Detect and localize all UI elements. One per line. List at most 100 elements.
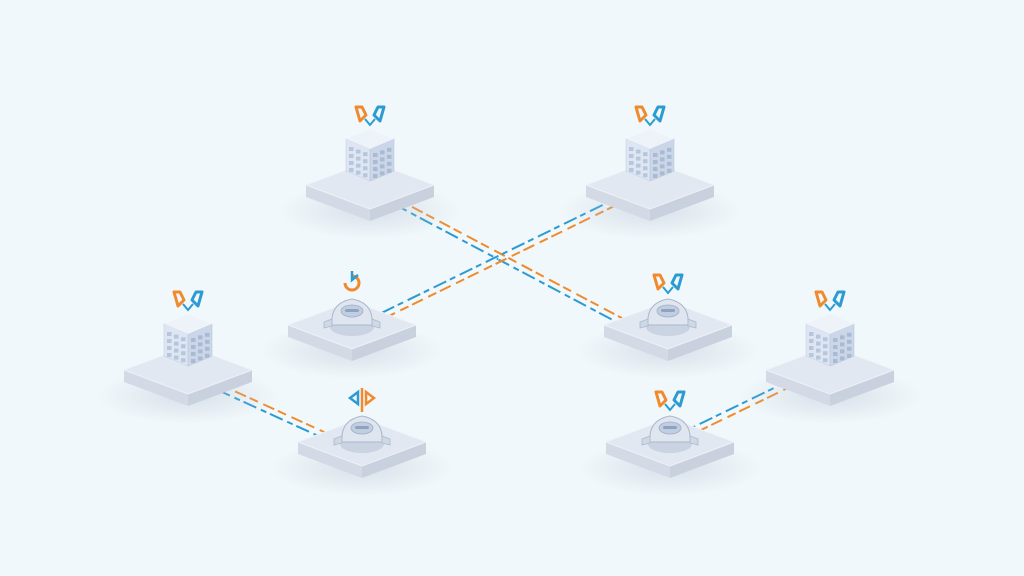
- building-window: [356, 149, 361, 154]
- building-window: [629, 161, 634, 165]
- building-window: [356, 156, 361, 161]
- building-window: [629, 147, 634, 151]
- building-window: [629, 154, 634, 158]
- building-window: [636, 163, 641, 168]
- building-window: [847, 339, 852, 344]
- building-window: [387, 154, 392, 159]
- shield-icon-left: [654, 390, 668, 408]
- building-window: [349, 161, 354, 165]
- building-window: [660, 164, 665, 169]
- building-window: [636, 170, 641, 175]
- shield-icon-right: [652, 105, 666, 123]
- robot-visor: [345, 309, 359, 312]
- platform-side-right: [650, 185, 714, 221]
- node-center-right-robot[interactable]: [576, 273, 760, 379]
- building-window: [847, 353, 852, 358]
- building-window: [167, 339, 172, 343]
- building-window: [823, 344, 828, 349]
- building-window: [191, 338, 196, 342]
- shield-icon: [354, 105, 386, 127]
- building-window: [387, 168, 392, 173]
- building-window: [167, 353, 172, 357]
- building-window: [823, 337, 828, 342]
- building-window: [847, 346, 852, 351]
- building-window: [198, 335, 203, 340]
- platform-side-right: [668, 325, 732, 361]
- shield-icon-tip: [182, 303, 194, 312]
- robot-arm-right: [687, 318, 697, 329]
- building-window: [205, 346, 210, 351]
- node-bottom-center-robot[interactable]: [270, 388, 454, 496]
- building-window: [809, 353, 814, 357]
- shield-icon-right: [190, 290, 204, 308]
- platform-side-right: [830, 370, 894, 406]
- building-window: [816, 348, 821, 353]
- building-window: [809, 332, 814, 336]
- shield-icon-tip: [644, 118, 656, 127]
- shield-icon-tip: [364, 118, 376, 127]
- building-window: [174, 348, 179, 353]
- building-window: [833, 345, 838, 349]
- building-window: [373, 153, 378, 157]
- shield-icon-tip: [824, 303, 836, 312]
- shield-icon-tip: [664, 403, 676, 412]
- robot-arm-right: [381, 435, 391, 446]
- building-window: [356, 163, 361, 168]
- building-window: [643, 152, 648, 157]
- building-roof: [346, 129, 394, 149]
- building-window: [174, 341, 179, 346]
- building-window: [205, 332, 210, 337]
- building-window: [667, 154, 672, 159]
- shield-icon: [654, 390, 686, 412]
- building-window: [823, 358, 828, 363]
- shield-icon-tip: [662, 286, 674, 295]
- node-center-left-robot[interactable]: [260, 271, 444, 379]
- node-bottom-right-robot[interactable]: [578, 390, 762, 496]
- refresh-icon: [343, 271, 361, 292]
- building-window: [667, 161, 672, 166]
- shield-icon-left: [634, 105, 648, 123]
- building-window: [191, 359, 196, 363]
- shield-icon-left: [172, 290, 186, 308]
- platform-side-right: [188, 370, 252, 406]
- building-window: [174, 334, 179, 339]
- link-line-blue: [376, 191, 630, 317]
- building-window: [816, 355, 821, 360]
- building-window: [198, 342, 203, 347]
- platform-side-left: [606, 442, 670, 478]
- building-window: [373, 167, 378, 171]
- building-window: [380, 150, 385, 155]
- building-window: [198, 349, 203, 354]
- platform-side-left: [298, 442, 362, 478]
- building-window: [653, 174, 658, 178]
- building-window: [174, 355, 179, 360]
- node-top-left-server[interactable]: [278, 105, 462, 239]
- building-window: [643, 159, 648, 164]
- node-bottom-left-server[interactable]: [96, 290, 280, 424]
- building-window: [363, 166, 368, 171]
- node-right-server[interactable]: [738, 290, 922, 424]
- building-window: [840, 342, 845, 347]
- platform-side-right: [670, 442, 734, 478]
- building-window: [198, 356, 203, 361]
- building-window: [809, 339, 814, 343]
- building-window: [191, 345, 196, 349]
- building-window: [660, 150, 665, 155]
- robot-visor: [661, 309, 675, 312]
- building-window: [823, 351, 828, 356]
- robot-arm-right: [371, 318, 381, 329]
- building-window: [643, 166, 648, 171]
- node-top-right-server[interactable]: [558, 105, 742, 239]
- building-window: [653, 153, 658, 157]
- building-window: [363, 173, 368, 178]
- building-window: [660, 157, 665, 162]
- robot-arm-left: [639, 318, 649, 329]
- platform-side-left: [766, 370, 830, 406]
- refresh-icon-arrow: [350, 271, 359, 283]
- building-roof: [626, 129, 674, 149]
- building-window: [847, 332, 852, 337]
- robot-visor: [663, 426, 677, 429]
- building-window: [205, 339, 210, 344]
- building-window: [660, 171, 665, 176]
